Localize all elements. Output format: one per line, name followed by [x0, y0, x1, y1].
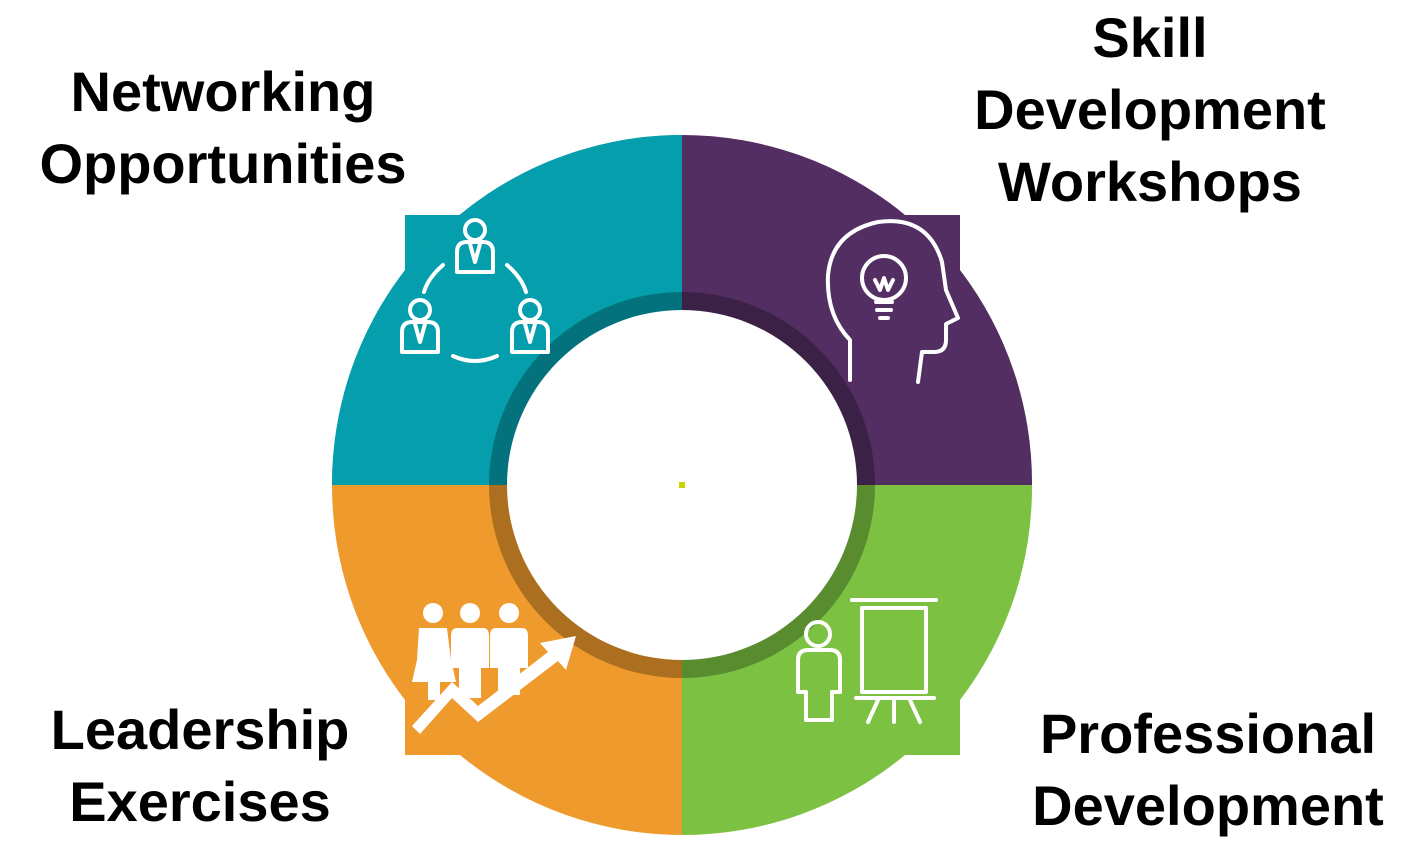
segment-networking[interactable] [331, 135, 682, 485]
center-dot [679, 482, 685, 488]
label-networking-line-1: Networking [70, 60, 376, 123]
label-leadership-line-2: Exercises [69, 770, 331, 833]
label-skill-line-1: Skill [1092, 6, 1208, 69]
label-skill-line-3: Workshops [998, 150, 1302, 213]
label-professional-line-2: Development [1032, 774, 1384, 837]
label-skill: Skill Development Workshops [945, 2, 1355, 218]
label-professional-line-1: Professional [1039, 702, 1377, 765]
team-growth-arrow-icon [412, 603, 576, 734]
label-networking-line-2: Opportunities [39, 132, 407, 195]
network-people-icon [400, 218, 550, 363]
head-lightbulb-icon [825, 219, 960, 384]
label-skill-line-2: Development [974, 78, 1326, 141]
label-leadership: Leadership Exercises [0, 694, 400, 838]
label-leadership-line-1: Leadership [50, 698, 350, 761]
label-networking: Networking Opportunities [0, 56, 446, 200]
presenter-board-icon [796, 598, 938, 724]
label-professional: Professional Development [1000, 698, 1416, 842]
